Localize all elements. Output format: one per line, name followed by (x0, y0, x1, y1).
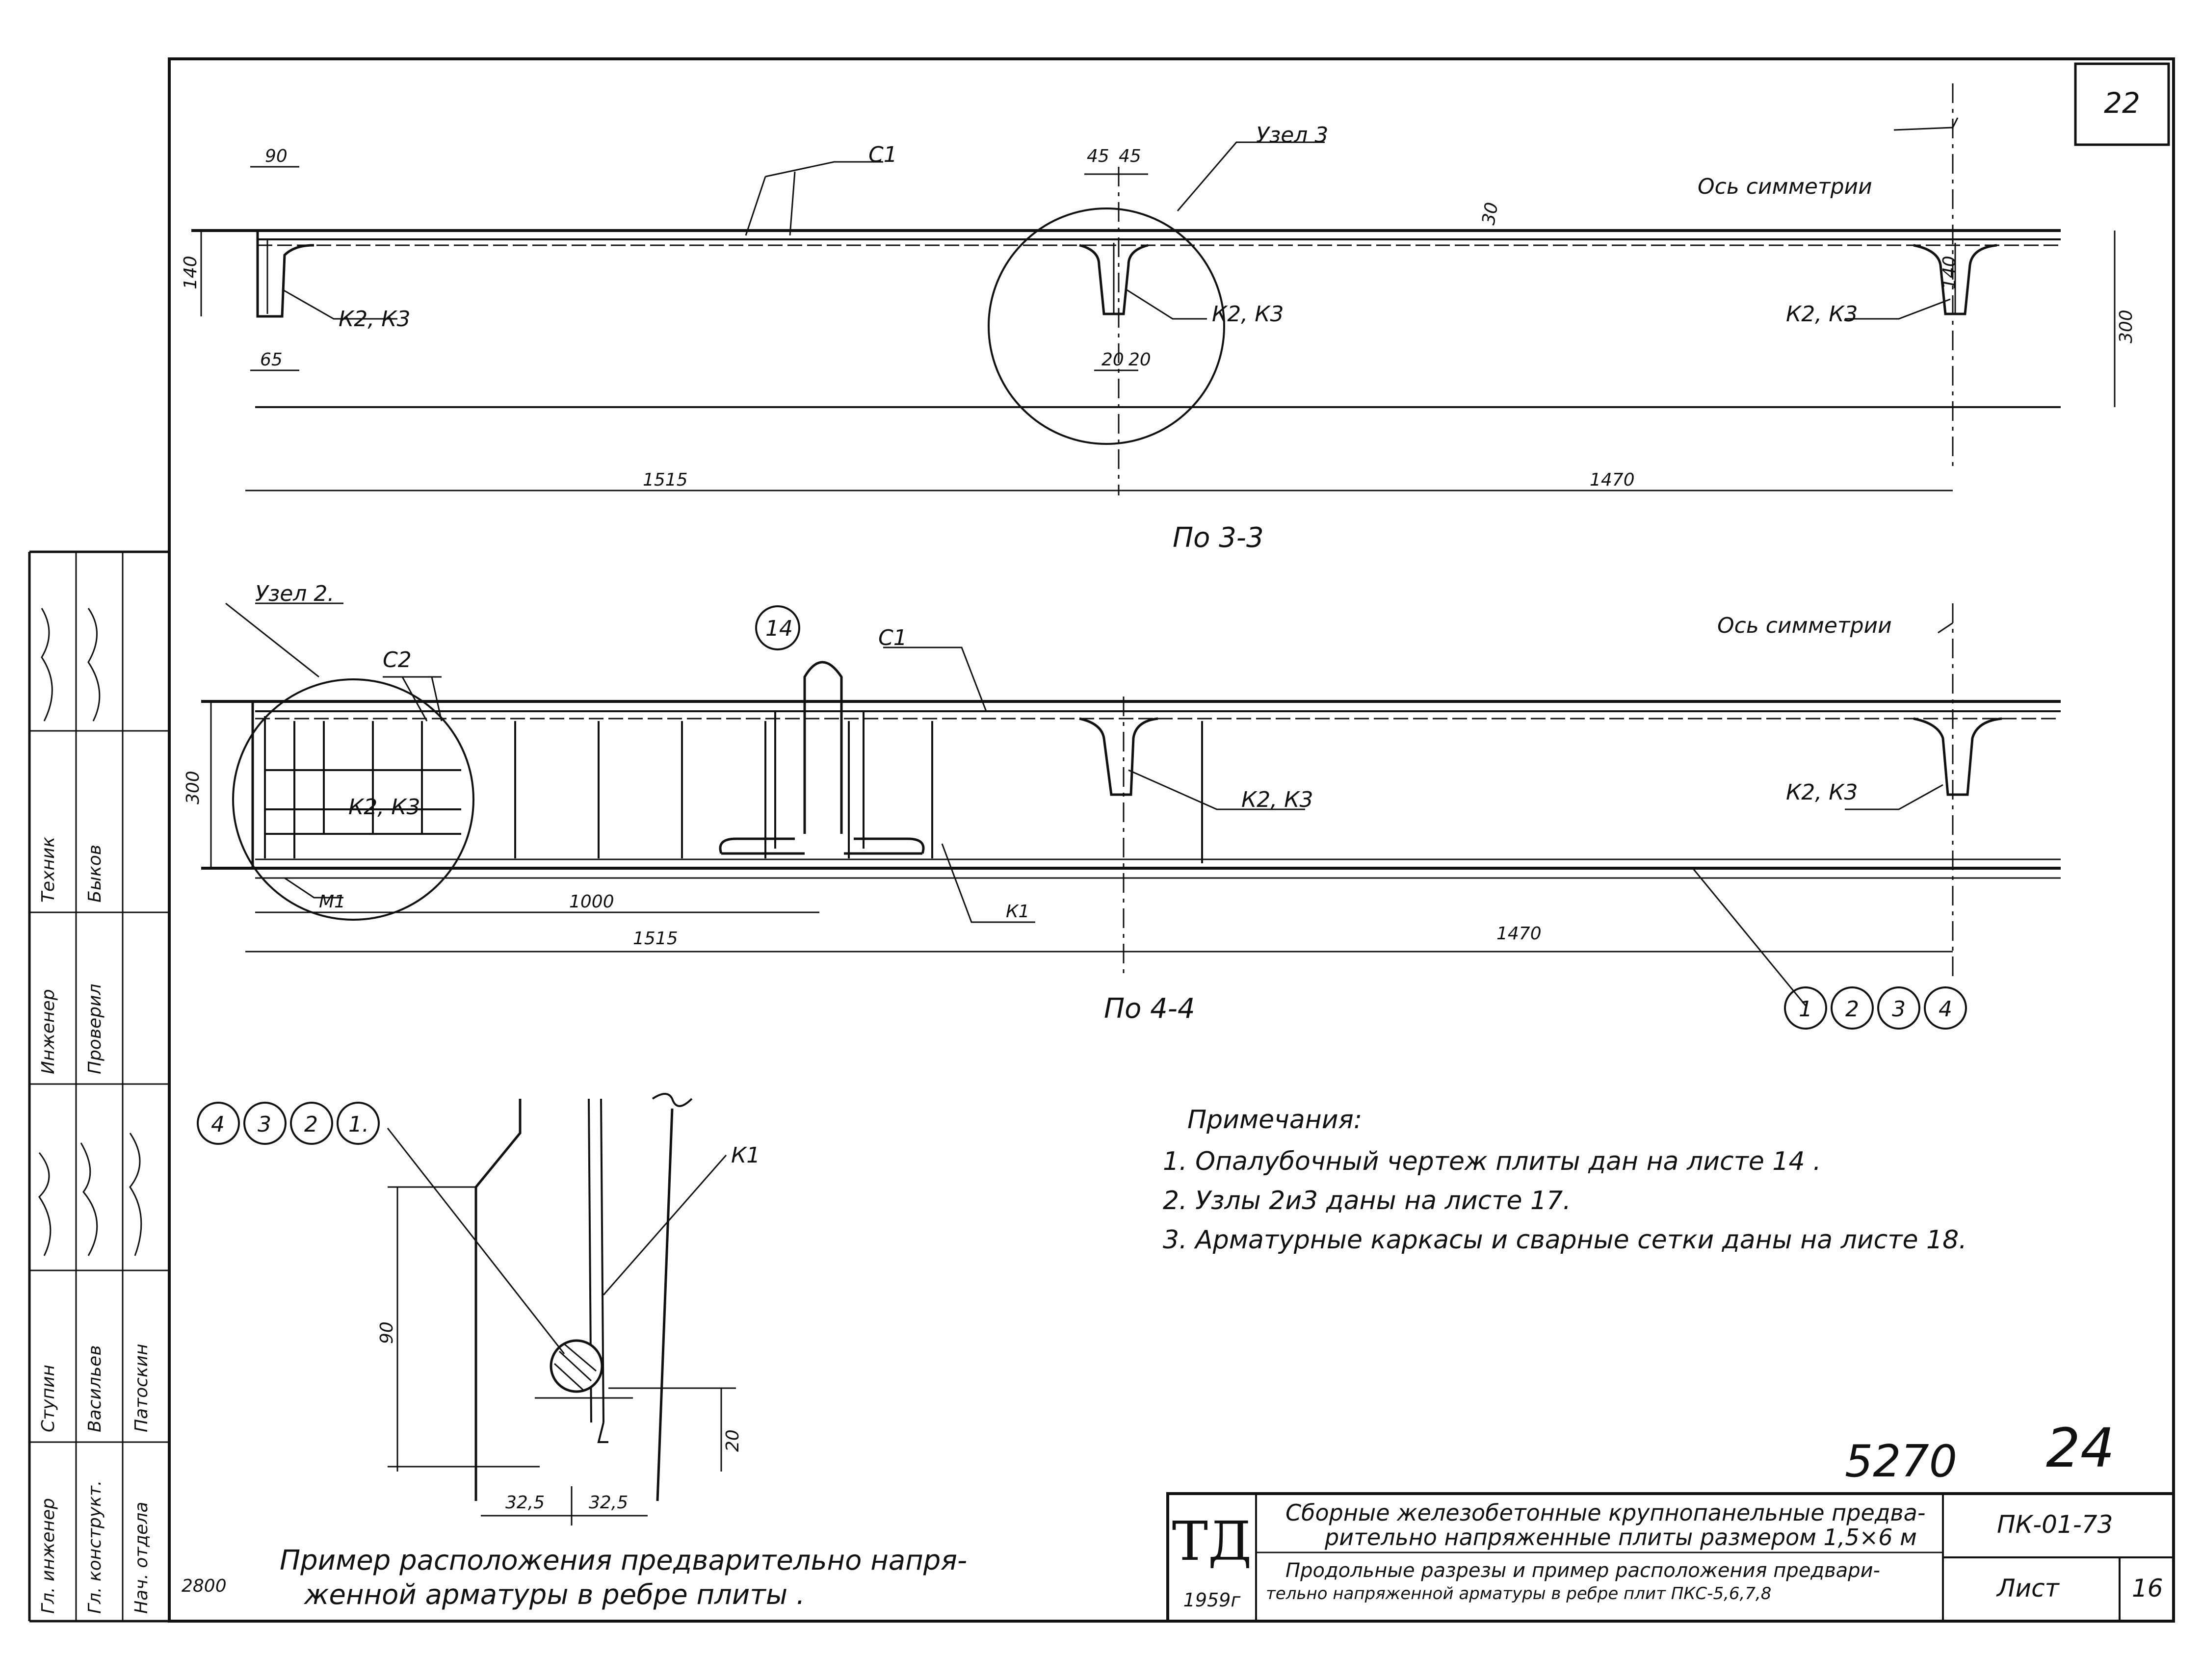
stamp-role: Инженер (38, 989, 58, 1074)
dim-32-5: 32,5 (589, 1493, 628, 1513)
signature-marks (38, 608, 142, 1256)
label-k2k3: К2, К3 (1786, 302, 1858, 327)
label-m1: М1 (319, 892, 345, 912)
stamp-name: Быков (85, 845, 105, 903)
title-line: рительно напряженные плиты размером 1,5×… (1324, 1524, 1917, 1551)
position-marker: 4 (211, 1112, 225, 1137)
position-marker: 2 (1845, 997, 1859, 1022)
position-marker: 1. (348, 1112, 369, 1137)
label-k2k3: К2, К3 (348, 795, 420, 820)
label-axis: Ось симметрии (1717, 613, 1892, 638)
dim-20: 20 (723, 1429, 743, 1452)
dim-1470: 1470 (1590, 470, 1635, 490)
dim-20: 20 (1101, 350, 1124, 370)
section-title: По 4-4 (1104, 993, 1195, 1025)
title-sheet-number: 16 (2132, 1574, 2163, 1602)
position-marker: 3 (258, 1112, 271, 1137)
label-axis: Ось симметрии (1698, 174, 1872, 199)
section-3-3: По 3-3 С1 Узел 3 Ось симметрии К2, К3 К2… (181, 83, 2136, 554)
note-item: 2. Узлы 2и3 даны на листе 17. (1163, 1186, 1571, 1215)
dim-140: 140 (181, 256, 201, 289)
dim-65: 65 (260, 350, 283, 370)
side-stamp: Гл. инженер Гл. конструкт. Нач. отдела С… (38, 608, 152, 1614)
label-k1: К1 (731, 1143, 760, 1168)
sheet-frame (168, 57, 2175, 1623)
stamp-role: Техник (38, 837, 58, 903)
dim-1515: 1515 (633, 929, 678, 949)
position-marker: 4 (1939, 997, 1952, 1022)
label-k2k3: К2, К3 (339, 307, 410, 332)
title-year: 1959г (1183, 1589, 1241, 1611)
position-marker: 2 (304, 1112, 318, 1137)
dim-140: 140 (1940, 256, 1960, 289)
dim-90: 90 (265, 146, 288, 166)
subtitle-line: тельно напряженной арматуры в ребре плит… (1266, 1584, 1771, 1603)
stamp-name: Васильев (85, 1345, 105, 1432)
dim-20: 20 (1128, 350, 1151, 370)
stamp-role: Гл. инженер (38, 1498, 58, 1614)
corner-note: 2800 (182, 1576, 227, 1596)
label-node-3: Узел 3 (1256, 123, 1328, 148)
position-marker: 3 (1892, 997, 1906, 1022)
archive-sheet: 24 (2046, 1417, 2115, 1479)
dim-32-5: 32,5 (505, 1493, 545, 1513)
title-line: Сборные железобетонные крупнопанельные п… (1285, 1499, 1925, 1526)
note-item: 1. Опалубочный чертеж плиты дан на листе… (1163, 1147, 1821, 1176)
section-4-4: По 4-4 Узел 2. С2 С1 Ось симметрии К2, К… (183, 581, 2061, 1030)
subtitle-line: Продольные разрезы и пример расположения… (1285, 1559, 1880, 1582)
title-sheet-label: Лист (1996, 1574, 2060, 1602)
dim-1000: 1000 (569, 892, 614, 912)
label-node-2: Узел 2. (255, 581, 334, 606)
label-k2k3: К2, К3 (1241, 787, 1313, 812)
sheet-number: 22 (2104, 86, 2140, 120)
title-block: ТД 1959г Сборные железобетонные крупнопа… (1166, 1492, 2175, 1623)
dim-45: 45 (1087, 146, 1109, 166)
dim-45: 45 (1119, 146, 1141, 166)
note-item: 3. Арматурные каркасы и сварные сетки да… (1163, 1225, 1967, 1255)
label-k2k3: К2, К3 (1212, 302, 1284, 327)
dim-1470: 1470 (1496, 924, 1542, 944)
dim-90: 90 (377, 1321, 397, 1344)
detail-caption: женной арматуры в ребре плиты . (303, 1579, 805, 1611)
stamp-role: Нач. отдела (131, 1502, 152, 1614)
dim-30: 30 (1478, 201, 1502, 226)
stamp-role: Проверил (85, 983, 105, 1074)
notes: Примечания: 1. Опалубочный чертеж плиты … (1163, 1105, 1967, 1255)
position-14: 14 (765, 616, 793, 641)
dim-300: 300 (2116, 310, 2136, 343)
node-2-circle (232, 678, 474, 921)
node-3-circle (988, 207, 1225, 445)
logo-td: ТД (1172, 1510, 1252, 1573)
position-marker: 1 (1799, 997, 1812, 1022)
dim-1515: 1515 (643, 470, 688, 490)
stamp-name: Патоскин (131, 1344, 152, 1432)
stamp-role: Гл. конструкт. (85, 1480, 105, 1614)
rib-detail: 4 3 2 1. К1 90 20 32,5 32,5 Пример распо… (182, 1093, 967, 1611)
label-c1: С1 (868, 142, 897, 167)
title-code: ПК-01-73 (1997, 1510, 2113, 1539)
dim-300: 300 (183, 771, 203, 804)
archive-number: 5270 (1845, 1436, 1957, 1487)
notes-title: Примечания: (1187, 1105, 1362, 1135)
stamp-name: Ступин (38, 1365, 58, 1432)
detail-caption: Пример расположения предварительно напря… (280, 1545, 967, 1577)
position-marker (755, 605, 800, 650)
section-title: По 3-3 (1173, 522, 1264, 554)
label-k2k3: К2, К3 (1786, 780, 1858, 805)
label-k1: К1 (1006, 902, 1029, 922)
label-c1: С1 (878, 625, 907, 650)
label-c2: С2 (383, 647, 412, 672)
